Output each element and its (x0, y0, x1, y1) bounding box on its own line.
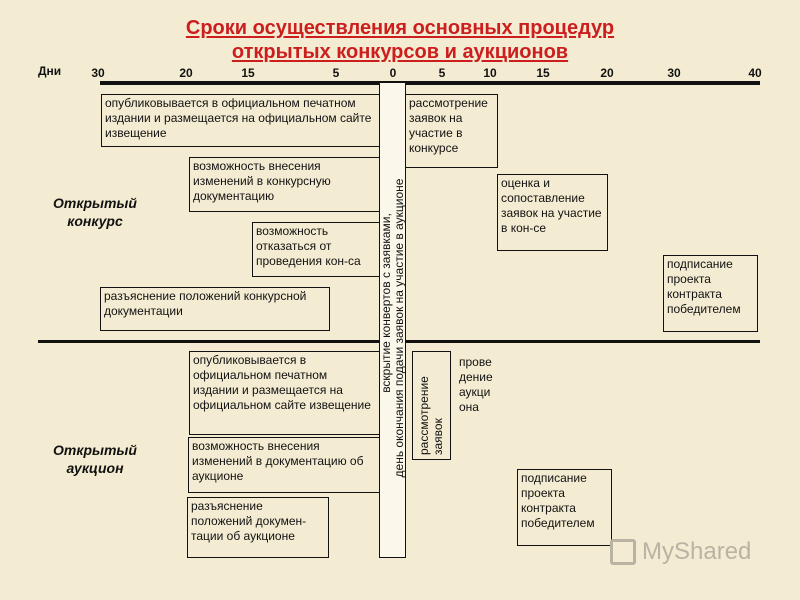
tick-40-after: 40 (748, 66, 762, 80)
timeline-axis (100, 81, 760, 85)
section-label-auction: Открытый аукцион (53, 442, 137, 476)
auction-publish-box: опубликовывается в официальном печатном … (189, 351, 380, 435)
tick-15-before: 15 (241, 66, 255, 80)
tick-30-before: 30 (91, 66, 105, 80)
contest-clarify-box: разъяснение положений конкурсной докумен… (100, 287, 330, 331)
contest-refuse-box: возможность отказаться от проведения кон… (252, 222, 380, 277)
auction-conduct-text: проведение аукциона (459, 355, 493, 414)
auction-review-box: рассмотрение заявок (412, 351, 451, 460)
tick-5-before: 5 (332, 66, 340, 80)
title-line-2: открытых конкурсов и аукционов (231, 41, 569, 63)
watermark-text: MyShared (642, 538, 752, 565)
tick-20-before: 20 (179, 66, 193, 80)
title-line-1: Сроки осуществления основных процедур (185, 17, 615, 39)
axis-label-days: Дни (38, 64, 62, 78)
presentation-icon (610, 539, 636, 565)
contest-changes-box: возможность внесения изменений в конкурс… (189, 157, 380, 212)
watermark-logo: MyShared (610, 538, 751, 566)
tick-10-after: 10 (483, 66, 497, 80)
contest-review-box: рассмотрение заявок на участие в конкурс… (405, 94, 498, 168)
tick-0: 0 (389, 66, 397, 80)
bar-text-line2: день окончания подачи заявок на участие … (392, 178, 406, 478)
tick-15-after: 15 (536, 66, 550, 80)
tick-5-after: 5 (438, 66, 446, 80)
contest-evaluate-box: оценка и сопоставление заявок на участие… (497, 174, 608, 251)
bar-text-line1: вскрытие конвертов с заявками, (379, 213, 393, 393)
auction-clarify-box: разъяснение положений докумен-тации об а… (187, 497, 329, 558)
tick-20-after: 20 (600, 66, 614, 80)
auction-sign-box: подписание проекта контракта победителем (517, 469, 612, 546)
contest-publish-box: опубликовывается в официальном печатном … (101, 94, 380, 147)
opening-deadline-bar: вскрытие конвертов с заявками, день окон… (379, 82, 406, 558)
contest-sign-box: подписание проекта контракта победителем (663, 255, 758, 332)
section-label-contest: Открытый конкурс (53, 195, 137, 229)
auction-review-text: рассмотрение заявок (417, 376, 445, 455)
auction-changes-box: возможность внесения изменений в докумен… (188, 437, 380, 493)
tick-30-after: 30 (667, 66, 681, 80)
